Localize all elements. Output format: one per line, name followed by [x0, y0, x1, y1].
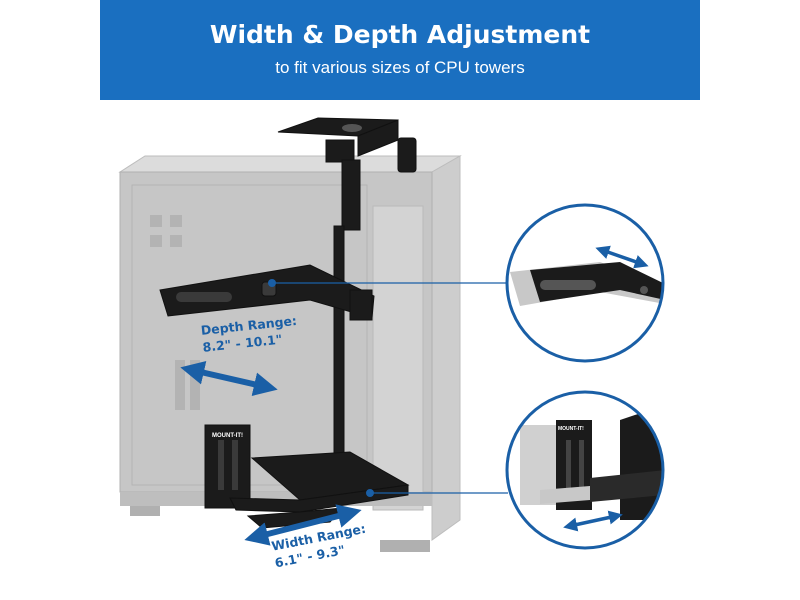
width-detail-arrow — [563, 510, 623, 532]
depth-detail-arrow — [595, 245, 649, 269]
depth-detail-circle — [505, 203, 665, 363]
header-subtitle: to fit various sizes of CPU towers — [275, 58, 525, 77]
cpu-mount — [159, 117, 417, 529]
header-title: Width & Depth Adjustment — [209, 20, 591, 49]
width-detail-circle: MOUNT-IT! — [505, 390, 665, 550]
header-banner: Width & Depth Adjustment to fit various … — [100, 0, 700, 100]
detail-brand-logo: MOUNT-IT! — [558, 426, 584, 432]
width-arrow — [244, 504, 362, 546]
brand-logo: MOUNT-IT! — [212, 433, 243, 439]
depth-arrow — [180, 360, 278, 397]
